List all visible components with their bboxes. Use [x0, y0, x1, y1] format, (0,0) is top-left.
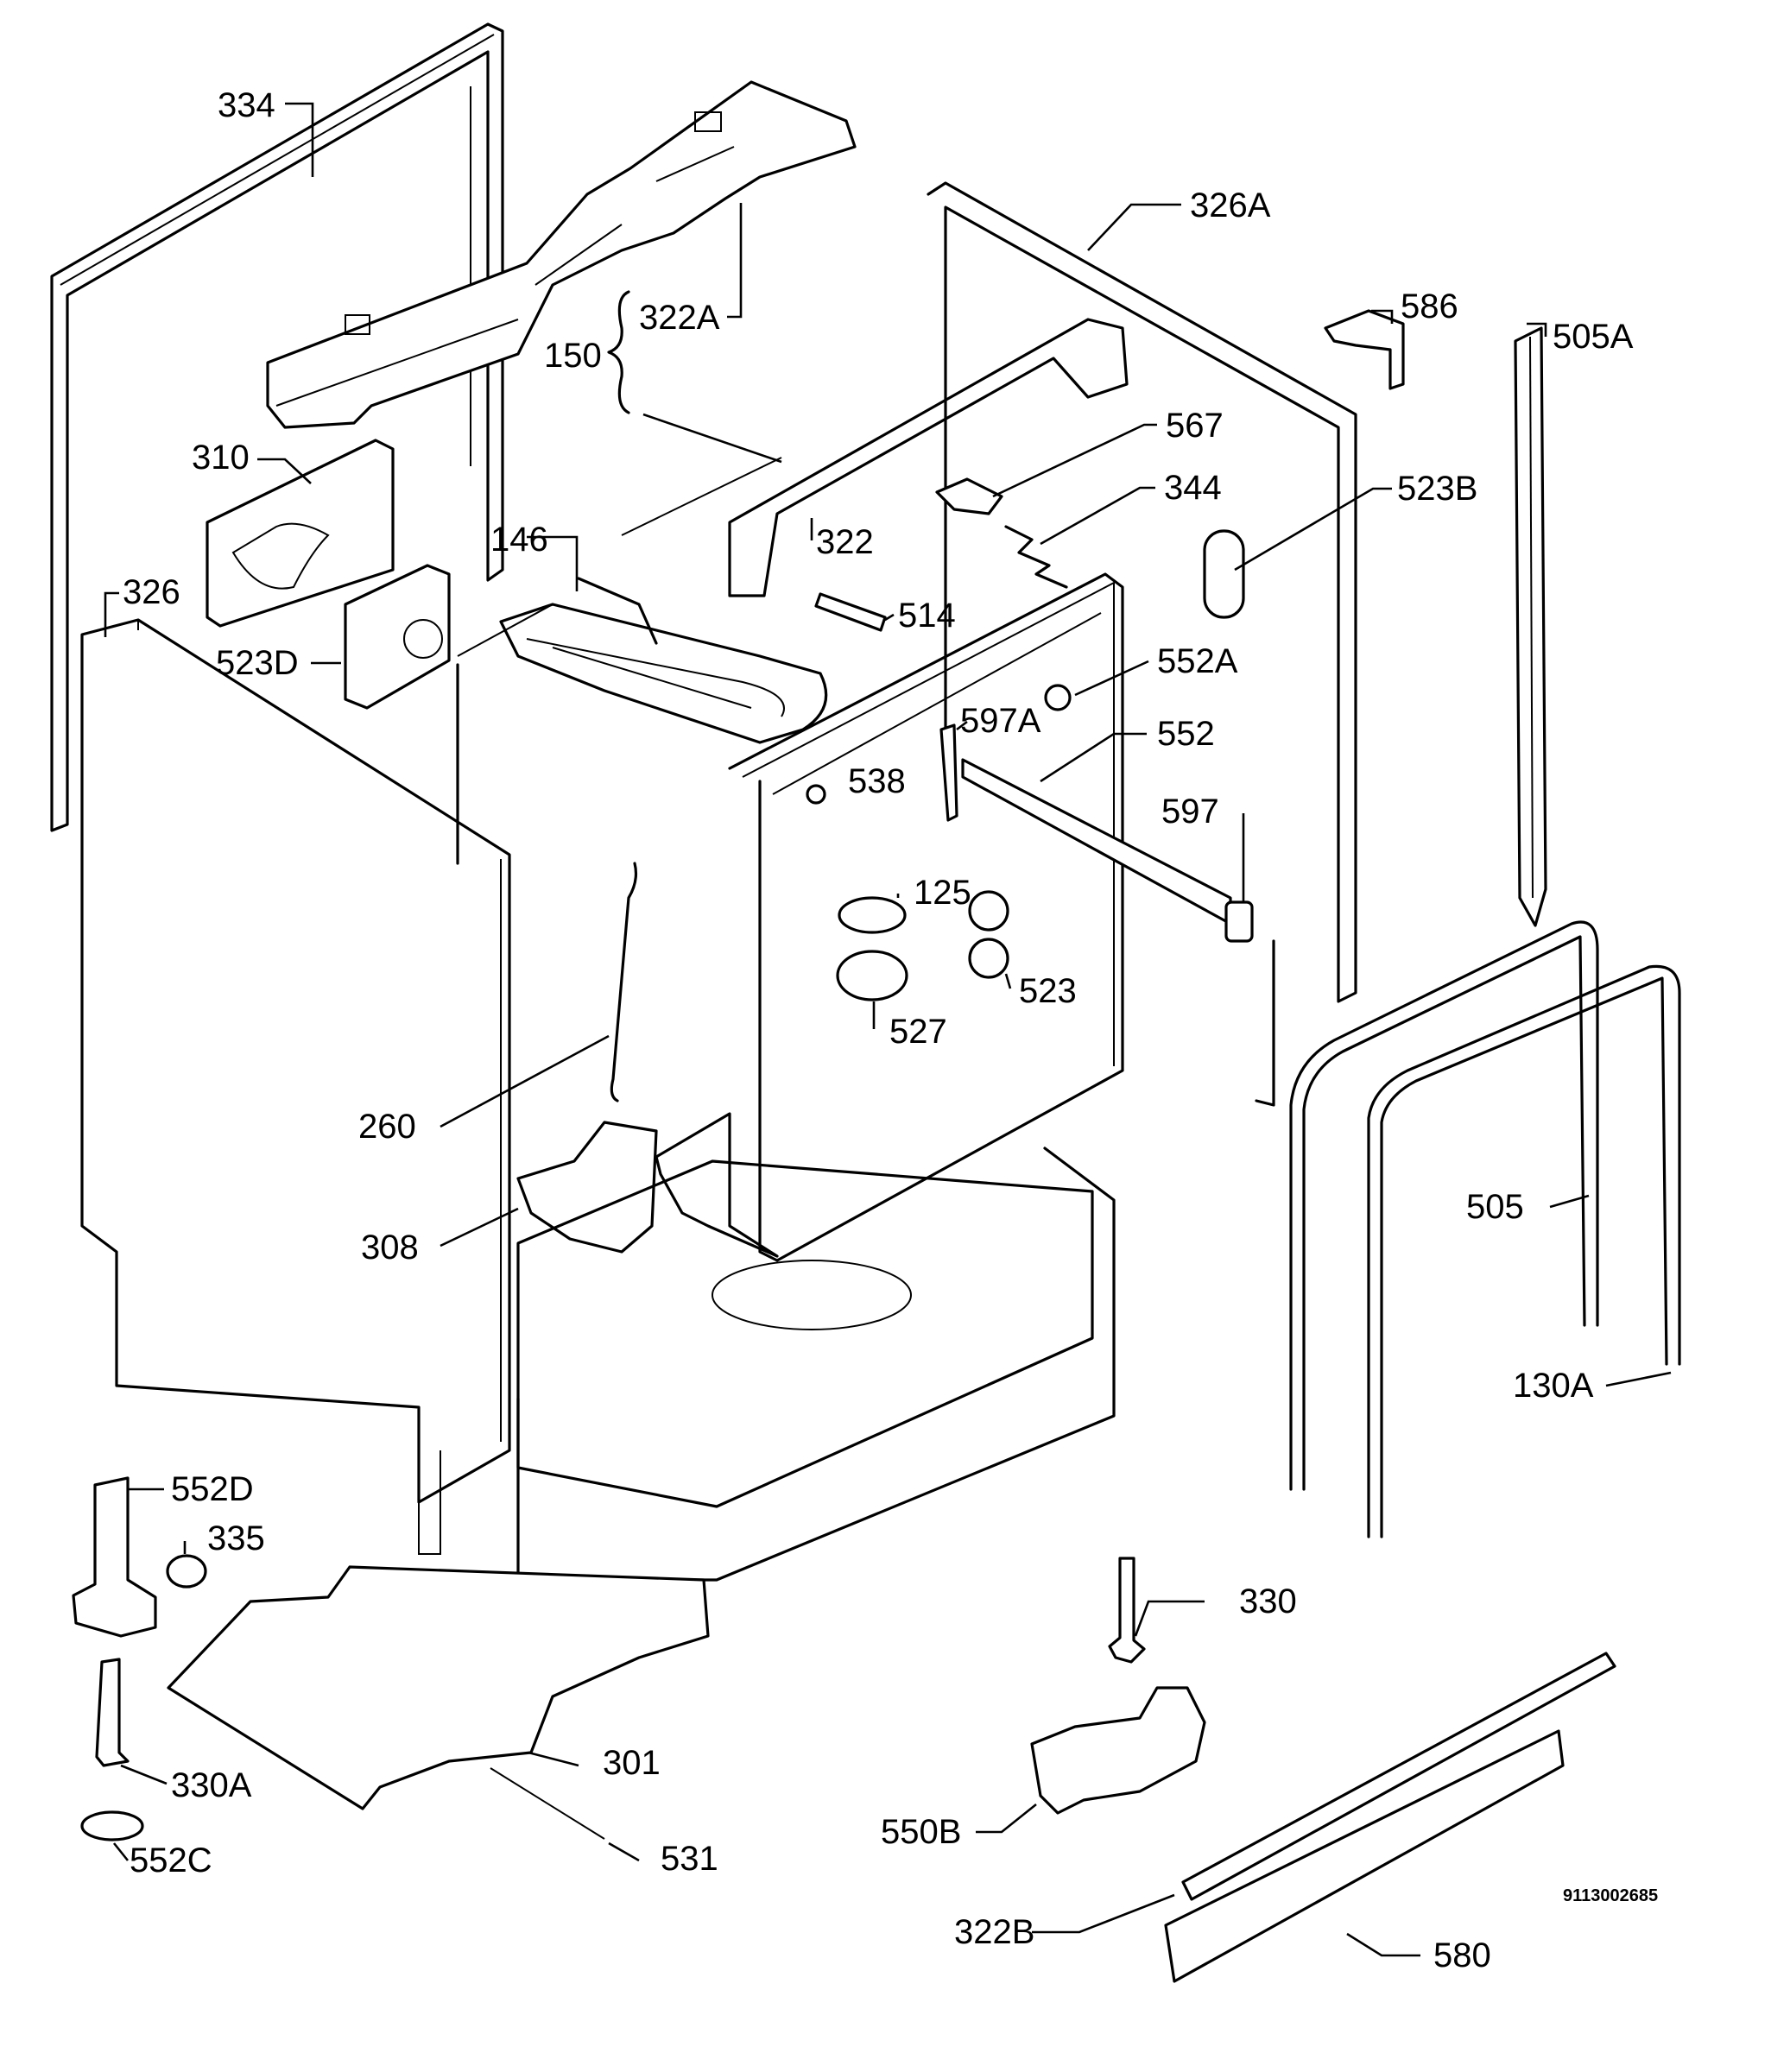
callout-150: 150 — [544, 337, 602, 375]
grommet-523B — [1203, 529, 1245, 619]
seal-ring-125 — [838, 896, 907, 934]
callout-146: 146 — [490, 521, 548, 559]
tub-body — [456, 457, 1116, 1582]
base-seal-130A — [1367, 964, 1681, 1538]
callout-130A: 130A — [1513, 1367, 1594, 1405]
cross-rail-322 — [728, 318, 1129, 597]
clip-597A — [939, 723, 958, 822]
callout-550B: 550B — [881, 1813, 962, 1851]
callout-514: 514 — [898, 597, 956, 635]
callout-567: 567 — [1166, 407, 1224, 445]
spring-clip-344 — [1004, 525, 1068, 589]
callout-308: 308 — [361, 1229, 419, 1267]
brace-150 — [607, 290, 630, 414]
base-tray-301 — [167, 1565, 710, 1810]
foot-552C — [80, 1810, 144, 1841]
base-seal-130A-inner — [1380, 976, 1668, 1538]
callout-330A: 330A — [171, 1766, 252, 1804]
plinth-rail-322B — [1181, 1652, 1616, 1901]
filter-housing-527 — [836, 950, 908, 1001]
callout-344: 344 — [1164, 469, 1222, 507]
tub-front-frame — [655, 572, 1124, 1262]
callout-326A: 326A — [1190, 186, 1271, 224]
gear-335 — [166, 1554, 207, 1589]
bolt-330 — [1108, 1557, 1146, 1664]
screw-514 — [814, 592, 887, 632]
callout-552C: 552C — [130, 1841, 212, 1879]
bracket-550B — [1030, 1686, 1206, 1815]
callout-552D: 552D — [171, 1470, 254, 1508]
leader-lines — [104, 102, 1672, 1957]
lid-523D — [344, 564, 451, 710]
clip-597 — [1224, 900, 1254, 943]
callout-125: 125 — [914, 874, 971, 912]
callout-523D: 523D — [216, 644, 299, 682]
callout-260: 260 — [358, 1108, 416, 1146]
screw-330A — [95, 1658, 130, 1767]
base-frame — [516, 1159, 1094, 1508]
callout-310: 310 — [192, 439, 250, 477]
callout-334: 334 — [218, 86, 275, 124]
callout-505: 505 — [1466, 1188, 1524, 1226]
callout-335: 335 — [207, 1519, 265, 1557]
heating-element-146 — [499, 577, 828, 744]
callout-586: 586 — [1401, 287, 1458, 325]
door-panel-326 — [80, 618, 511, 1555]
cap-552A — [1044, 684, 1072, 711]
connectors-523 — [968, 890, 1009, 979]
bracket-586 — [1324, 309, 1405, 390]
door-seal-505 — [1289, 920, 1599, 1491]
cover-310 — [206, 439, 395, 628]
callout-322A: 322A — [639, 299, 720, 337]
top-rail-322A — [266, 80, 857, 429]
callout-505A: 505A — [1553, 318, 1634, 356]
callout-527: 527 — [889, 1013, 947, 1051]
callout-531: 531 — [661, 1840, 718, 1878]
rod-531 — [490, 1767, 605, 1840]
back-frame-326A — [927, 181, 1357, 1107]
leg-552D — [72, 1476, 157, 1638]
plinth-580 — [1164, 1729, 1565, 1983]
callout-552A: 552A — [1157, 642, 1238, 680]
callout-322B: 322B — [954, 1913, 1035, 1951]
hinge-308 — [516, 1121, 658, 1254]
callout-597A: 597A — [960, 702, 1041, 740]
callout-330: 330 — [1239, 1582, 1297, 1620]
callout-597: 597 — [1161, 793, 1219, 831]
drawing-number: 9113002685 — [1563, 1886, 1659, 1905]
callout-552: 552 — [1157, 715, 1215, 753]
strip-505A — [1514, 326, 1547, 927]
callout-523: 523 — [1019, 972, 1077, 1010]
callout-580: 580 — [1433, 1936, 1491, 1974]
callout-326: 326 — [123, 573, 180, 611]
callout-322: 322 — [816, 523, 874, 561]
callout-538: 538 — [848, 762, 906, 800]
callout-523B: 523B — [1397, 470, 1478, 508]
spring-260 — [610, 862, 638, 1102]
screw-538 — [806, 784, 826, 805]
clip-567 — [935, 477, 1003, 515]
callout-301: 301 — [603, 1744, 661, 1782]
door-seal-505-inner — [1302, 935, 1586, 1491]
